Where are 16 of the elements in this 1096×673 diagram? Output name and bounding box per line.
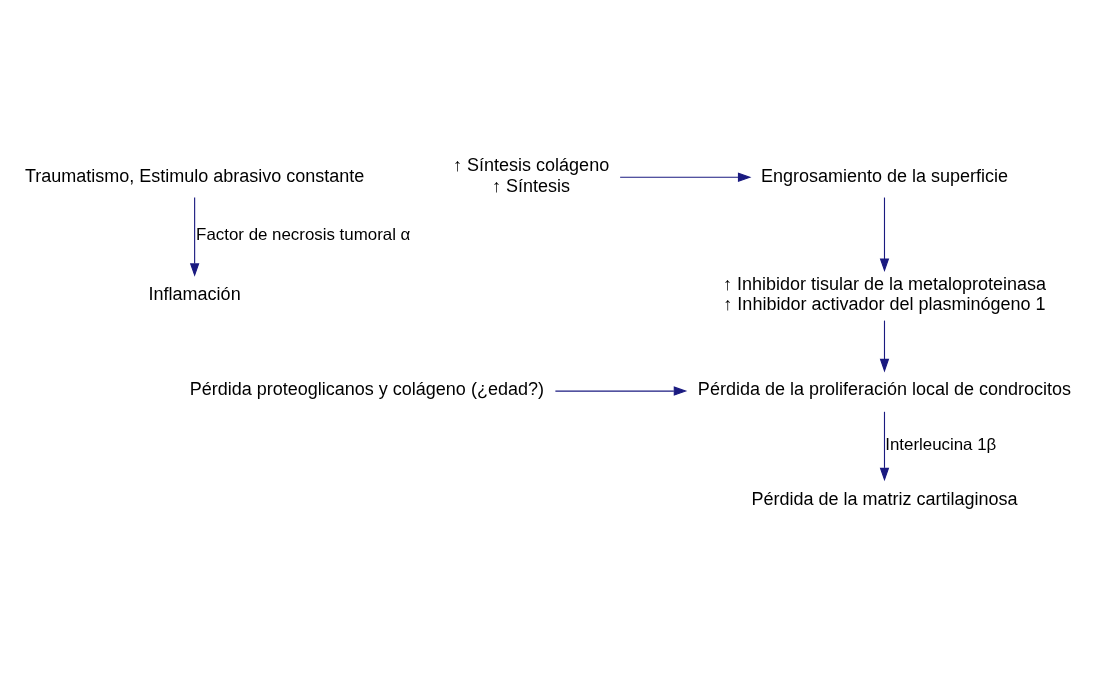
arrow [554, 386, 688, 396]
node-text: Inflamación [148, 283, 241, 304]
node-text: ↑ Síntesis colágeno ↑ Síntesis [453, 155, 610, 196]
edge-label: Interleucina 1β [885, 434, 997, 454]
edge-label: Factor de necrosis tumoral α [196, 225, 411, 245]
node-text: Traumatismo, Estimulo abrasivo constante [24, 165, 365, 186]
node-text: Pérdida de la proliferación local de condrocitos [697, 379, 1072, 400]
arrow [879, 196, 890, 273]
arrow [619, 172, 752, 182]
node-text: Pérdida de la matriz cartilaginosa [751, 488, 1018, 509]
arrow [879, 411, 890, 482]
node-text: Engrosamiento de la superficie [760, 165, 1009, 186]
node-text: Pérdida proteoglicanos y colágeno (¿edad?) [189, 379, 544, 400]
arrow [189, 196, 200, 277]
arrow [879, 320, 890, 373]
node-text: ↑ Inhibidor tisular de la metaloproteinasa ↑ Inhibidor activador del plasminógeno 1 [722, 273, 1047, 314]
